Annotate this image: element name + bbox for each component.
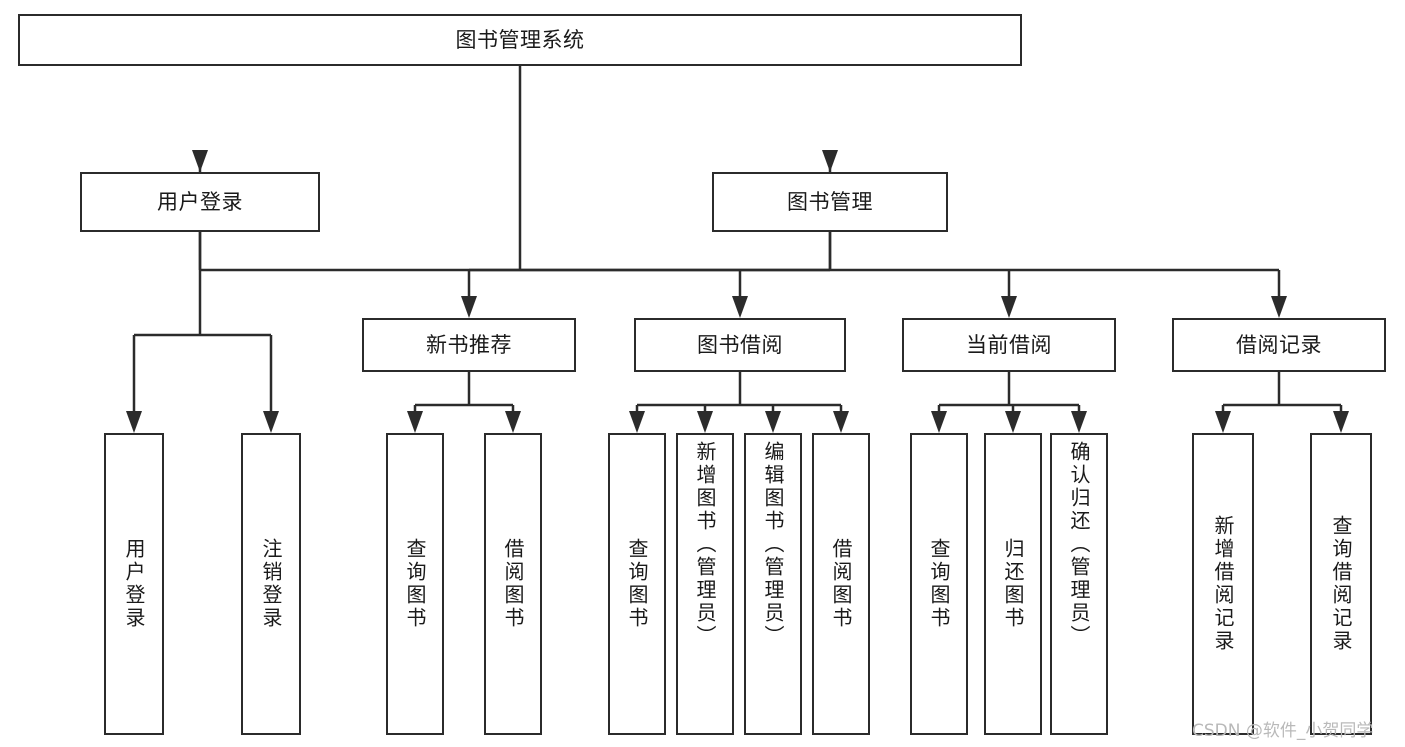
- arrowhead-icon: [126, 411, 142, 433]
- arrowhead-icon: [1005, 411, 1021, 433]
- node-leaf-br-query[interactable]: 查询图书: [608, 433, 666, 735]
- arrowhead-icon: [629, 411, 645, 433]
- node-label: 借阅图书: [829, 538, 853, 630]
- arrowhead-icon: [1001, 296, 1017, 318]
- node-records[interactable]: 借阅记录: [1172, 318, 1386, 372]
- arrowhead-icon: [1215, 411, 1231, 433]
- node-label: 新书推荐: [426, 332, 512, 357]
- arrowhead-icon: [1271, 296, 1287, 318]
- node-leaf-br-borrow[interactable]: 借阅图书: [812, 433, 870, 735]
- node-label: 图书管理系统: [455, 27, 585, 52]
- node-label: 借阅图书: [501, 538, 525, 630]
- node-label: 确认归还（管理员）: [1067, 441, 1091, 648]
- node-label: 查询图书: [403, 538, 427, 630]
- arrowhead-icon: [192, 150, 208, 172]
- node-label: 新增图书（管理员）: [693, 441, 717, 648]
- node-bookmgmt[interactable]: 图书管理: [712, 172, 948, 232]
- node-leaf-cur-query[interactable]: 查询图书: [910, 433, 968, 735]
- node-leaf-rec-add[interactable]: 新增借阅记录: [1192, 433, 1254, 735]
- arrowhead-icon: [833, 411, 849, 433]
- csdn-watermark: CSDN @软件_小贺同学: [1192, 721, 1374, 741]
- node-label: 查询图书: [625, 538, 649, 630]
- node-label: 查询借阅记录: [1329, 515, 1353, 653]
- arrowhead-icon: [407, 411, 423, 433]
- arrowhead-icon: [1333, 411, 1349, 433]
- arrowhead-icon: [931, 411, 947, 433]
- node-current[interactable]: 当前借阅: [902, 318, 1116, 372]
- node-label: 注销登录: [259, 538, 283, 630]
- node-label: 编辑图书（管理员）: [761, 441, 785, 648]
- node-login[interactable]: 用户登录: [80, 172, 320, 232]
- node-label: 归还图书: [1001, 538, 1025, 630]
- node-label: 图书借阅: [697, 332, 783, 357]
- node-leaf-br-add[interactable]: 新增图书（管理员）: [676, 433, 734, 735]
- node-borrow[interactable]: 图书借阅: [634, 318, 846, 372]
- node-leaf-cur-return[interactable]: 归还图书: [984, 433, 1042, 735]
- node-label: 借阅记录: [1236, 332, 1322, 357]
- node-leaf-new-borrow[interactable]: 借阅图书: [484, 433, 542, 735]
- arrowhead-icon: [505, 411, 521, 433]
- arrowhead-icon: [822, 150, 838, 172]
- node-label: 用户登录: [122, 538, 146, 630]
- node-label: 用户登录: [157, 189, 243, 214]
- node-root[interactable]: 图书管理系统: [18, 14, 1022, 66]
- arrowhead-icon: [1071, 411, 1087, 433]
- node-label: 图书管理: [787, 189, 873, 214]
- node-leaf-cur-confirm[interactable]: 确认归还（管理员）: [1050, 433, 1108, 735]
- node-leaf-user-logout[interactable]: 注销登录: [241, 433, 301, 735]
- node-leaf-br-edit[interactable]: 编辑图书（管理员）: [744, 433, 802, 735]
- node-leaf-rec-query[interactable]: 查询借阅记录: [1310, 433, 1372, 735]
- arrowhead-icon: [697, 411, 713, 433]
- arrowhead-icon: [263, 411, 279, 433]
- node-leaf-user-login[interactable]: 用户登录: [104, 433, 164, 735]
- arrowhead-icon: [765, 411, 781, 433]
- node-newrec[interactable]: 新书推荐: [362, 318, 576, 372]
- arrowhead-icon: [732, 296, 748, 318]
- node-label: 新增借阅记录: [1211, 515, 1235, 653]
- arrowhead-icon: [461, 296, 477, 318]
- node-leaf-new-query[interactable]: 查询图书: [386, 433, 444, 735]
- node-label: 当前借阅: [966, 332, 1052, 357]
- node-label: 查询图书: [927, 538, 951, 630]
